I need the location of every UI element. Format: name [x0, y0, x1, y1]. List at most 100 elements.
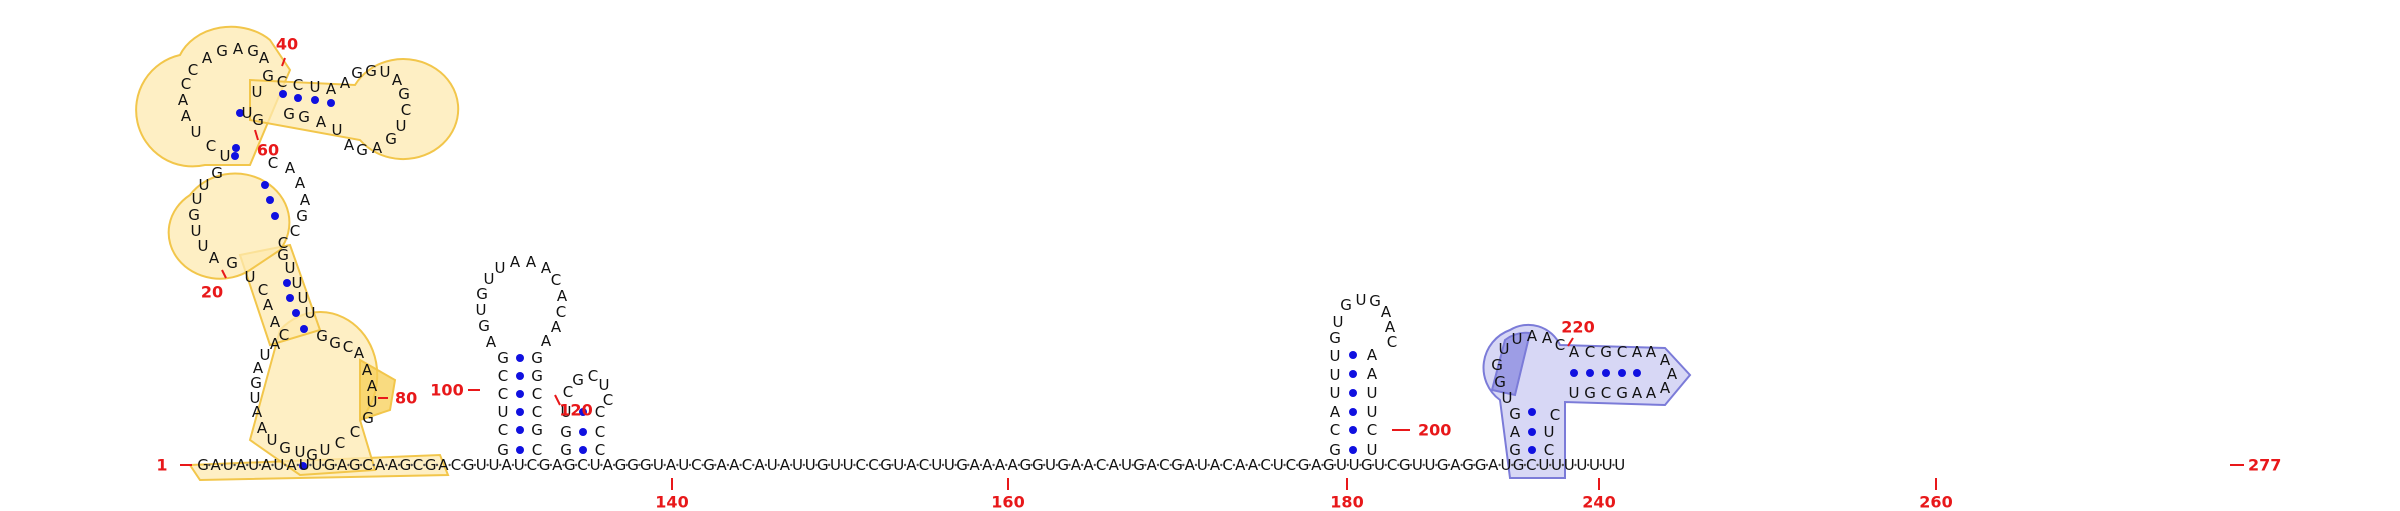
- nucleotide: A: [1007, 456, 1018, 474]
- nucleotide: C: [206, 137, 216, 155]
- nucleotide: A: [236, 456, 247, 474]
- position-tick: [281, 57, 286, 67]
- nucleotide: G: [1329, 441, 1341, 459]
- base-pair: [299, 462, 307, 470]
- backbone-dot: [701, 463, 704, 467]
- nucleotide: C: [1387, 333, 1397, 351]
- backbone-dot: [726, 463, 730, 467]
- backbone-dot: [853, 463, 856, 467]
- nucleotide: U: [1349, 456, 1360, 474]
- nucleotide: C: [1159, 456, 1169, 474]
- backbone-dot: [1397, 463, 1400, 467]
- nucleotide: A: [300, 191, 311, 209]
- nucleotide: A: [367, 377, 378, 395]
- nucleotide: A: [1381, 303, 1392, 321]
- nucleotide: A: [1311, 456, 1322, 474]
- nucleotide: A: [340, 74, 351, 92]
- nucleotide: G: [324, 456, 336, 474]
- base-pair: [1602, 369, 1610, 377]
- nucleotide: C: [1617, 343, 1627, 361]
- nucleotide: G: [1491, 356, 1503, 374]
- nucleotide: U: [1499, 340, 1510, 358]
- nucleotide: G: [1509, 405, 1521, 423]
- nucleotide: A: [372, 139, 383, 157]
- nucleotide: A: [1660, 379, 1671, 397]
- nucleotide: G: [478, 317, 490, 335]
- base-pair: [232, 144, 240, 152]
- nucleotide: A: [178, 91, 189, 109]
- nucleotide: U: [653, 456, 664, 474]
- nucleotide: G: [531, 421, 543, 439]
- position-number: 1: [156, 456, 167, 475]
- base-pair: [516, 408, 524, 416]
- backbone-dot: [676, 463, 679, 467]
- nucleotide: A: [1646, 384, 1657, 402]
- base-pair: [266, 196, 274, 204]
- nucleotide: G: [531, 367, 543, 385]
- backbone-dot: [1599, 463, 1603, 467]
- backbone-dot: [1220, 463, 1223, 467]
- backbone-dot: [1283, 463, 1286, 467]
- backbone-dot: [220, 463, 224, 467]
- nucleotide: U: [1374, 456, 1385, 474]
- base-pair: [1349, 370, 1357, 378]
- base-pair: [231, 152, 239, 160]
- nucleotide: A: [510, 253, 521, 271]
- nucleotide: C: [1601, 384, 1611, 402]
- nucleotide: G: [539, 456, 551, 474]
- backbone-dot: [423, 463, 426, 467]
- backbone-dot: [1447, 463, 1451, 467]
- nucleotide: A: [1450, 456, 1461, 474]
- nucleotide: A: [1632, 343, 1643, 361]
- nucleotide: A: [754, 456, 765, 474]
- backbone-dot: [1207, 463, 1210, 467]
- nucleotide: U: [1614, 456, 1625, 474]
- backbone-dot: [1561, 463, 1565, 467]
- nucleotide: U: [223, 456, 234, 474]
- backbone-dot: [1270, 463, 1274, 467]
- nucleotide: U: [767, 456, 778, 474]
- nucleotide: A: [270, 313, 281, 331]
- nucleotide: A: [261, 456, 272, 474]
- base-pair: [311, 96, 319, 104]
- nucleotide: U: [220, 147, 231, 165]
- nucleotide: A: [1510, 423, 1521, 441]
- nucleotide: G: [247, 42, 259, 60]
- nucleotide: C: [188, 61, 198, 79]
- base-pair: [236, 109, 244, 117]
- nucleotide: A: [181, 107, 192, 125]
- backbone-dot: [486, 463, 489, 467]
- position-number: 60: [257, 141, 279, 160]
- backbone-dot: [916, 463, 919, 467]
- nucleotide: C: [1585, 343, 1595, 361]
- backbone-dot: [347, 463, 350, 467]
- backbone-dot: [650, 463, 654, 467]
- backbone-dot: [777, 463, 780, 467]
- nucleotide: G: [463, 456, 475, 474]
- blue-domain-highlight: [1482, 323, 1692, 479]
- nucleotide: U: [599, 376, 610, 394]
- nucleotide: G: [1513, 456, 1525, 474]
- base-pair: [579, 408, 587, 416]
- backbone-dot: [385, 463, 388, 467]
- nucleotide: C: [498, 367, 508, 385]
- nucleotide: U: [843, 456, 854, 474]
- nucleotide: G: [1584, 384, 1596, 402]
- nucleotide: U: [191, 123, 202, 141]
- nucleotide: G: [252, 111, 264, 129]
- nucleotide: A: [257, 419, 268, 437]
- nucleotide: G: [1616, 384, 1628, 402]
- nucleotide: A: [906, 456, 917, 474]
- nucleotide: U: [830, 456, 841, 474]
- backbone-dot: [625, 463, 628, 467]
- backbone-dot: [1536, 463, 1539, 467]
- nucleotide: U: [931, 456, 942, 474]
- nucleotide: G: [188, 206, 200, 224]
- backbone-dot: [1523, 463, 1527, 467]
- nucleotide: C: [595, 403, 605, 421]
- backbone-dot: [435, 463, 439, 467]
- nucleotide: C: [603, 391, 613, 409]
- backbone-dot: [587, 463, 590, 467]
- nucleotide: A: [392, 71, 403, 89]
- nucleotide: U: [267, 431, 278, 449]
